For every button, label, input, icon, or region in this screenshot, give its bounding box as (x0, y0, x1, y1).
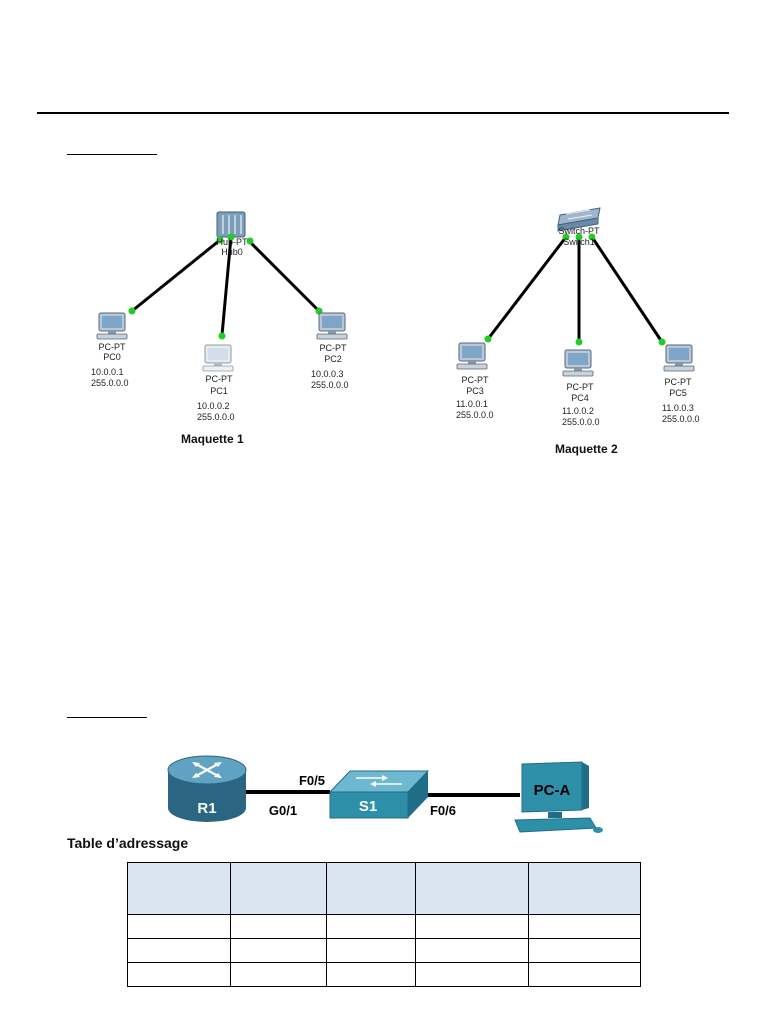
hub-icon[interactable] (216, 211, 246, 238)
pc4-type: PC-PT (567, 382, 595, 392)
pc3-type: PC-PT (462, 375, 490, 385)
table-cell[interactable] (325, 938, 417, 963)
link-dot (227, 233, 235, 241)
pc2-name: PC2 (324, 354, 342, 364)
hub-name-label: Hub0 (221, 247, 243, 257)
pc1-type: PC-PT (206, 374, 234, 384)
table-cell[interactable] (229, 962, 327, 987)
pc2-icon[interactable] (316, 312, 348, 340)
port-f05-label: F0/5 (299, 773, 325, 788)
pc4-icon[interactable] (562, 349, 594, 377)
table-cell[interactable] (127, 962, 231, 987)
pc4-mask: 255.0.0.0 (562, 417, 600, 427)
pc1-icon[interactable] (202, 344, 234, 372)
topology-diagram: R1 S1 PC-A G0/1 F0/5 F0/6 (167, 755, 603, 833)
table-cell[interactable] (127, 914, 231, 939)
pc5-ip: 11.0.0.3 (662, 403, 694, 413)
link-switch1-pc5 (590, 236, 664, 343)
pc4-name: PC4 (571, 393, 589, 403)
switch-icon[interactable] (557, 207, 601, 232)
pc5-name: PC5 (669, 388, 687, 398)
link-dot (218, 332, 226, 340)
maquette1-caption: Maquette 1 (181, 432, 244, 446)
port-g01-label: G0/1 (269, 803, 297, 818)
table-title: Table d’adressage (67, 835, 189, 851)
pc2-ip: 10.0.0.3 (311, 369, 344, 379)
pc5-type: PC-PT (665, 377, 693, 387)
link-hub0-pc0 (131, 238, 221, 313)
switch-name-label: Switch1 (563, 237, 595, 247)
table-header-cell (415, 862, 530, 915)
pc3-mask: 255.0.0.0 (456, 410, 494, 420)
link-dot (128, 307, 136, 315)
pc3-ip: 11.0.0.1 (456, 399, 488, 409)
table-row (127, 962, 641, 987)
link-dot (575, 233, 583, 241)
link-hub0-pc2 (246, 238, 321, 313)
table-cell[interactable] (325, 962, 417, 987)
pc3-name: PC3 (466, 386, 484, 396)
table-cell[interactable] (528, 938, 641, 963)
pc2-mask: 255.0.0.0 (311, 380, 349, 390)
link-dot (658, 338, 666, 346)
table-header-cell (229, 862, 327, 915)
table-header-cell (325, 862, 417, 915)
pc-a-icon[interactable] (514, 761, 603, 833)
table-row (127, 914, 641, 939)
table-cell[interactable] (415, 938, 530, 963)
link-hub0-pc1 (220, 236, 233, 336)
table-cell[interactable] (229, 914, 327, 939)
pc0-type: PC-PT (99, 342, 127, 352)
pc1-ip: 10.0.0.2 (197, 401, 230, 411)
pc3-icon[interactable] (456, 342, 488, 370)
heading-underline-1 (67, 154, 157, 155)
switch-s1-label: S1 (359, 798, 377, 815)
table-cell[interactable] (528, 962, 641, 987)
table-cell[interactable] (415, 962, 530, 987)
horizontal-rule (37, 112, 729, 114)
pc1-name: PC1 (210, 386, 228, 396)
pc0-mask: 255.0.0.0 (91, 378, 129, 388)
port-f06-label: F0/6 (430, 803, 456, 818)
pc0-name: PC0 (103, 352, 121, 362)
link-dot (246, 237, 254, 245)
pc0-ip: 10.0.0.1 (91, 367, 124, 377)
hub-type-label: Hub-PT (216, 237, 248, 247)
switch-type-label: Switch-PT (558, 226, 600, 236)
table-cell[interactable] (325, 914, 417, 939)
pc0-icon[interactable] (96, 312, 128, 340)
table-header-cell (127, 862, 231, 915)
maquette2-diagram: Switch-PT Switch1 PC-PT PC3 11.0.0.1 255… (456, 207, 700, 427)
link-dot (484, 335, 492, 343)
table-cell[interactable] (528, 914, 641, 939)
link-dot (575, 338, 583, 346)
pc2-type: PC-PT (320, 343, 348, 353)
switch-s1-icon[interactable] (328, 770, 430, 819)
link-dot (562, 233, 570, 241)
link-switch1-pc3 (486, 236, 568, 340)
table-cell[interactable] (415, 914, 530, 939)
pc1-mask: 255.0.0.0 (197, 412, 235, 422)
addressing-table (127, 862, 641, 987)
pc5-icon[interactable] (663, 344, 695, 372)
heading-underline-2 (67, 717, 147, 718)
pc5-mask: 255.0.0.0 (662, 414, 700, 424)
maquette1-diagram: Hub-PT Hub0 PC-PT PC0 10.0.0.1 255.0.0.0… (91, 211, 349, 422)
table-cell[interactable] (127, 938, 231, 963)
pc4-ip: 11.0.0.2 (562, 406, 594, 416)
table-header-row (127, 862, 641, 915)
link-dot (588, 233, 596, 241)
table-cell[interactable] (229, 938, 327, 963)
router-icon[interactable] (167, 755, 247, 822)
maquette2-caption: Maquette 2 (555, 442, 618, 456)
table-header-cell (528, 862, 641, 915)
table-row (127, 938, 641, 963)
pc-a-label: PC-A (534, 782, 571, 799)
link-dot (216, 236, 224, 244)
router-label: R1 (197, 800, 216, 817)
